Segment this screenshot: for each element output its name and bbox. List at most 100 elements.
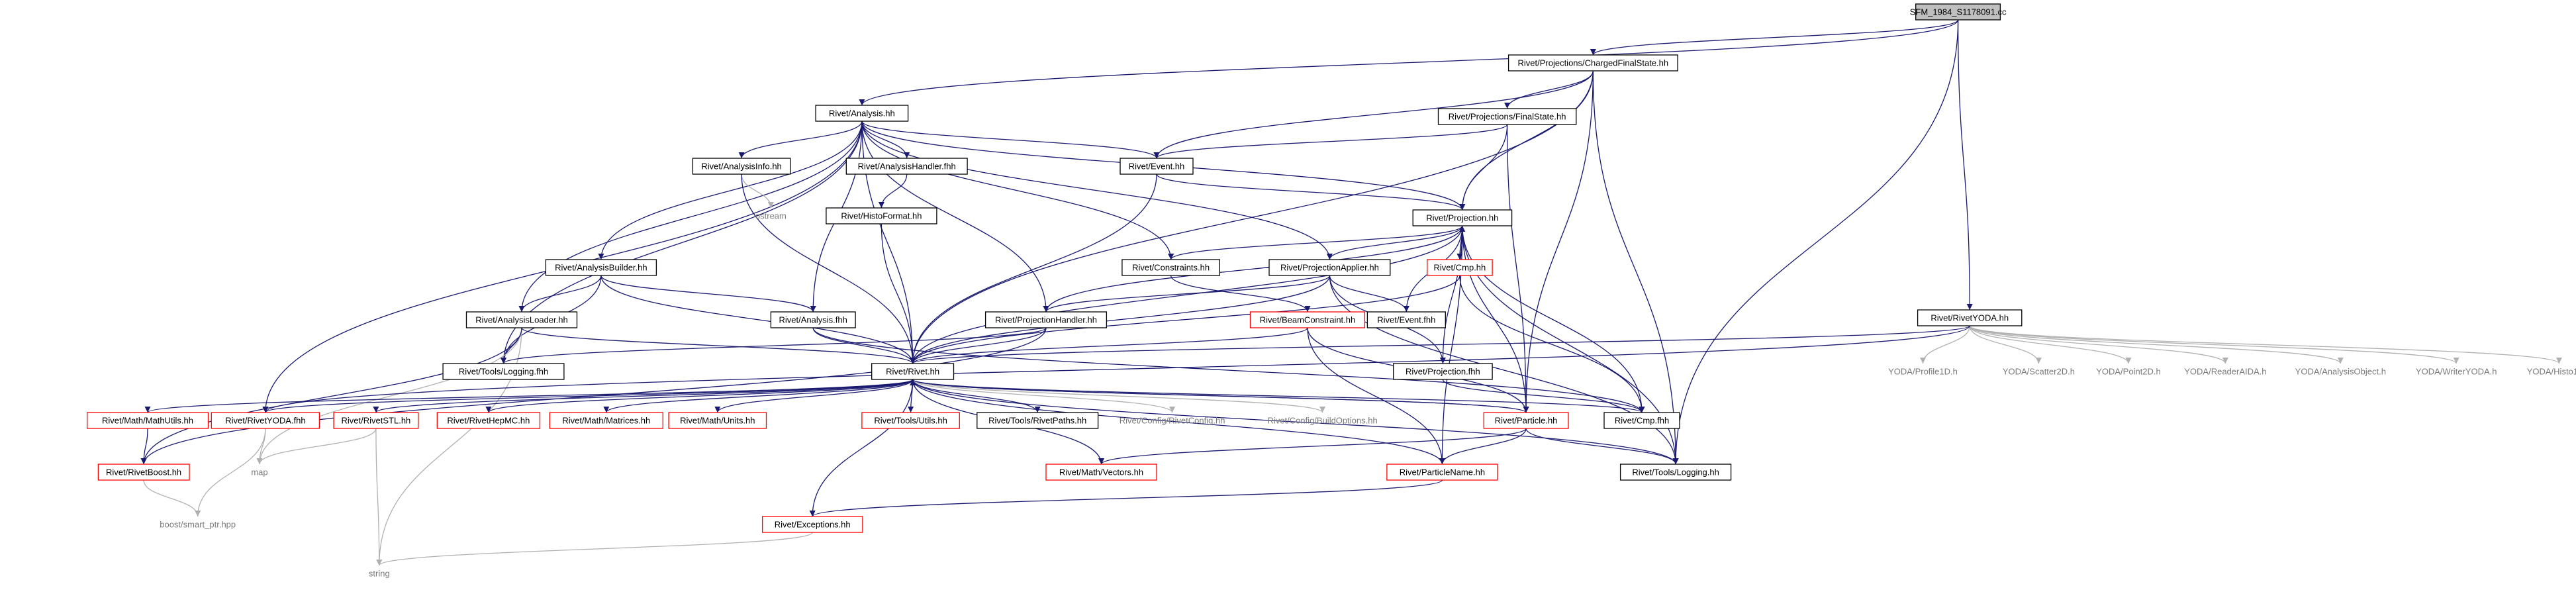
graph-node-analysisbuilder[interactable]: Rivet/AnalysisBuilder.hh <box>545 259 657 276</box>
graph-node-event[interactable]: Rivet/Event.hh <box>1120 158 1194 175</box>
graph-node-analysisloader[interactable]: Rivet/AnalysisLoader.hh <box>465 311 578 328</box>
graph-node-toolsrivetpaths[interactable]: Rivet/Tools/RivetPaths.hh <box>977 412 1099 429</box>
node-label: Rivet/AnalysisBuilder.hh <box>555 263 647 273</box>
node-box <box>442 363 565 380</box>
edge-rivethh-to-rivetyodafhh <box>262 379 914 413</box>
node-label: Rivet/Math/Matrices.hh <box>562 416 650 426</box>
graph-node-particle[interactable]: Rivet/Particle.hh <box>1483 412 1569 429</box>
edge-root-to-analysis <box>859 19 1959 106</box>
graph-node-chfs[interactable]: Rivet/Projections/ChargedFinalState.hh <box>1507 54 1678 72</box>
graph-node-mathutils[interactable]: Rivet/Math/MathUtils.hh <box>87 412 209 429</box>
graph-node-rivetboost[interactable]: Rivet/RivetBoost.hh <box>97 464 190 481</box>
node-label: Rivet/RivetBoost.hh <box>106 467 181 477</box>
node-label: Rivet/Event.fhh <box>1377 315 1435 325</box>
graph-node-rivetyodafhh[interactable]: Rivet/RivetYODA.fhh <box>211 412 320 429</box>
graph-node-ywriteryoda: YODA/WriterYODA.h <box>2416 367 2497 377</box>
node-label: Rivet/HistoFormat.hh <box>841 211 922 221</box>
node-box <box>761 516 863 533</box>
graph-node-constraints[interactable]: Rivet/Constraints.hh <box>1121 259 1220 276</box>
edge-chfs-to-event <box>1153 70 1594 159</box>
node-box <box>1386 464 1498 481</box>
graph-node-root[interactable]: SFM_1984_S1178091.cc <box>1910 3 2007 21</box>
node-box <box>1507 54 1678 72</box>
graph-node-finalstate[interactable]: Rivet/Projections/FinalState.hh <box>1437 108 1577 125</box>
graph-node-exceptions[interactable]: Rivet/Exceptions.hh <box>761 516 863 533</box>
graph-node-rivethh[interactable]: Rivet/Rivet.hh <box>871 363 955 380</box>
graph-node-eventfhh[interactable]: Rivet/Event.fhh <box>1366 311 1446 328</box>
edge-finalstate-to-event <box>1153 124 1508 159</box>
graph-node-projapplier[interactable]: Rivet/ProjectionApplier.hh <box>1268 259 1391 276</box>
graph-node-projection[interactable]: Rivet/Projection.hh <box>1412 209 1513 226</box>
node-label: Rivet/ProjectionHandler.hh <box>995 315 1097 325</box>
edge-projection-to-projapplier <box>1326 225 1463 260</box>
node-box <box>1121 259 1220 276</box>
graph-node-projhandler[interactable]: Rivet/ProjectionHandler.hh <box>984 311 1108 328</box>
edge-rivethh-to-mathutils <box>144 379 914 413</box>
node-label: ostream <box>755 211 787 221</box>
graph-node-analysisinfo[interactable]: Rivet/AnalysisInfo.hh <box>692 158 791 175</box>
graph-node-analysishandlerfhh[interactable]: Rivet/AnalysisHandler.fhh <box>845 158 968 175</box>
edge-analysisinfo-to-ostream <box>741 173 774 209</box>
graph-node-projectionfhh[interactable]: Rivet/Projection.fhh <box>1393 363 1493 380</box>
node-box <box>861 412 960 429</box>
edge-beamconstraint-to-rivethh <box>910 327 1308 364</box>
edge-rivetyoda-to-ywriteryoda <box>1969 325 2459 364</box>
edge-particle-to-mathvectors <box>1098 428 1527 465</box>
node-box <box>1915 3 2001 21</box>
graph-node-map: map <box>251 467 267 477</box>
node-label: Rivet/Config/BuildOptions.hh <box>1267 416 1377 426</box>
node-label: string <box>369 569 390 579</box>
node-box <box>1045 464 1157 481</box>
node-box <box>1619 464 1732 481</box>
graph-node-yanalysisobject: YODA/AnalysisObject.h <box>2295 367 2386 377</box>
node-label: YODA/Scatter2D.h <box>2003 367 2075 377</box>
graph-node-analysis[interactable]: Rivet/Analysis.hh <box>815 105 909 122</box>
graph-node-toolsloggingfhh[interactable]: Rivet/Tools/Logging.fhh <box>442 363 565 380</box>
graph-node-rivetyoda[interactable]: Rivet/RivetYODA.hh <box>1917 309 2023 326</box>
edge-analysisfhh-to-cmpfhh <box>812 327 1645 413</box>
edge-rivetyoda-to-rivetyodafhh <box>262 325 1970 413</box>
graph-node-particlename[interactable]: Rivet/ParticleName.hh <box>1386 464 1498 481</box>
graph-node-cmpfhh[interactable]: Rivet/Cmp.fhh <box>1603 412 1680 429</box>
graph-node-rivethepmc[interactable]: Rivet/RivetHepMC.hh <box>436 412 541 429</box>
graph-node-mathvectors[interactable]: Rivet/Math/Vectors.hh <box>1045 464 1157 481</box>
graph-node-mathunits[interactable]: Rivet/Math/Units.hh <box>668 412 767 429</box>
node-label: YODA/ReaderAIDA.h <box>2184 367 2266 377</box>
edge-histoformat-to-rivethh <box>881 223 916 364</box>
node-label: Rivet/Math/Units.hh <box>680 416 755 426</box>
graph-node-cmp[interactable]: Rivet/Cmp.hh <box>1427 259 1493 276</box>
graph-node-histoformat[interactable]: Rivet/HistoFormat.hh <box>826 207 937 224</box>
graph-node-toolsutils[interactable]: Rivet/Tools/Utils.hh <box>861 412 960 429</box>
node-label: Rivet/AnalysisInfo.hh <box>701 162 781 172</box>
node-box <box>211 412 320 429</box>
graph-node-beamconstraint[interactable]: Rivet/BeamConstraint.hh <box>1249 311 1366 328</box>
edge-rivethh-to-rivetstl <box>373 379 914 413</box>
node-box <box>1427 259 1493 276</box>
graph-node-rivetstl[interactable]: Rivet/RivetSTL.hh <box>333 412 419 429</box>
node-box <box>1917 309 2023 326</box>
node-label: Rivet/Analysis.hh <box>829 109 895 119</box>
node-label: Rivet/ProjectionApplier.hh <box>1280 263 1379 273</box>
edge-event-to-rivethh <box>910 173 1157 364</box>
edge-event-to-projection <box>1156 173 1466 211</box>
node-box <box>1483 412 1569 429</box>
node-label: Rivet/BeamConstraint.hh <box>1260 315 1356 325</box>
edge-chfs-to-projection <box>1459 70 1594 211</box>
node-label: Rivet/Projections/FinalState.hh <box>1449 112 1566 122</box>
node-label: Rivet/AnalysisHandler.fhh <box>858 162 956 172</box>
node-label: Rivet/Constraints.hh <box>1132 263 1210 273</box>
graph-node-configrivetconfig: Rivet/Config/RivetConfig.hh <box>1120 416 1225 426</box>
edge-analysis-to-projapplier <box>861 121 1333 260</box>
graph-node-mathmatrices[interactable]: Rivet/Math/Matrices.hh <box>549 412 663 429</box>
edge-analysis-to-analysisloader <box>518 121 863 313</box>
edge-rivetboost-to-boostsmartptr <box>143 479 201 517</box>
graph-node-analysisfhh[interactable]: Rivet/Analysis.fhh <box>770 311 856 328</box>
graph-node-yprofile1d: YODA/Profile1D.h <box>1888 367 1958 377</box>
edge-projapplier-to-eventfhh <box>1329 275 1409 313</box>
node-label: YODA/WriterYODA.h <box>2416 367 2497 377</box>
graph-node-toolslogging[interactable]: Rivet/Tools/Logging.hh <box>1619 464 1732 481</box>
node-label: Rivet/Tools/Logging.hh <box>1632 467 1719 477</box>
node-box <box>87 412 209 429</box>
node-box <box>465 311 578 328</box>
edge-rivetyoda-to-yprofile1d <box>1920 325 1970 364</box>
